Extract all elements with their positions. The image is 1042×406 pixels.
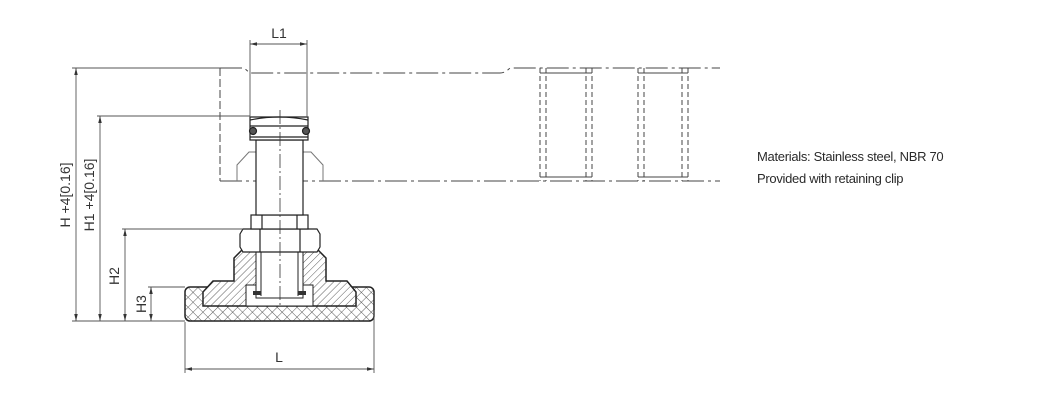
bracket	[236, 151, 324, 181]
threaded-spindle	[248, 116, 311, 216]
dim-h1-label: H1 +4[0.16]	[81, 159, 97, 232]
dim-h-label: H +4[0.16]	[57, 163, 73, 228]
clip-note: Provided with retaining clip	[757, 171, 904, 186]
dim-l-label: L	[275, 349, 283, 365]
hex-nut	[239, 214, 321, 253]
notes: Materials: Stainless steel, NBR 70 Provi…	[757, 146, 944, 190]
dim-h3-label: H3	[133, 295, 149, 313]
dim-l1-label: L1	[271, 25, 287, 41]
dim-h2-label: H2	[106, 267, 122, 285]
materials-note: Materials: Stainless steel, NBR 70	[757, 149, 944, 164]
retaining-clip-icon	[248, 126, 258, 136]
dimension-labels: H +4[0.16] H1 +4[0.16] H2 H3 L L1	[57, 25, 287, 365]
foot-body	[202, 249, 357, 307]
dimension-lines	[72, 40, 375, 373]
